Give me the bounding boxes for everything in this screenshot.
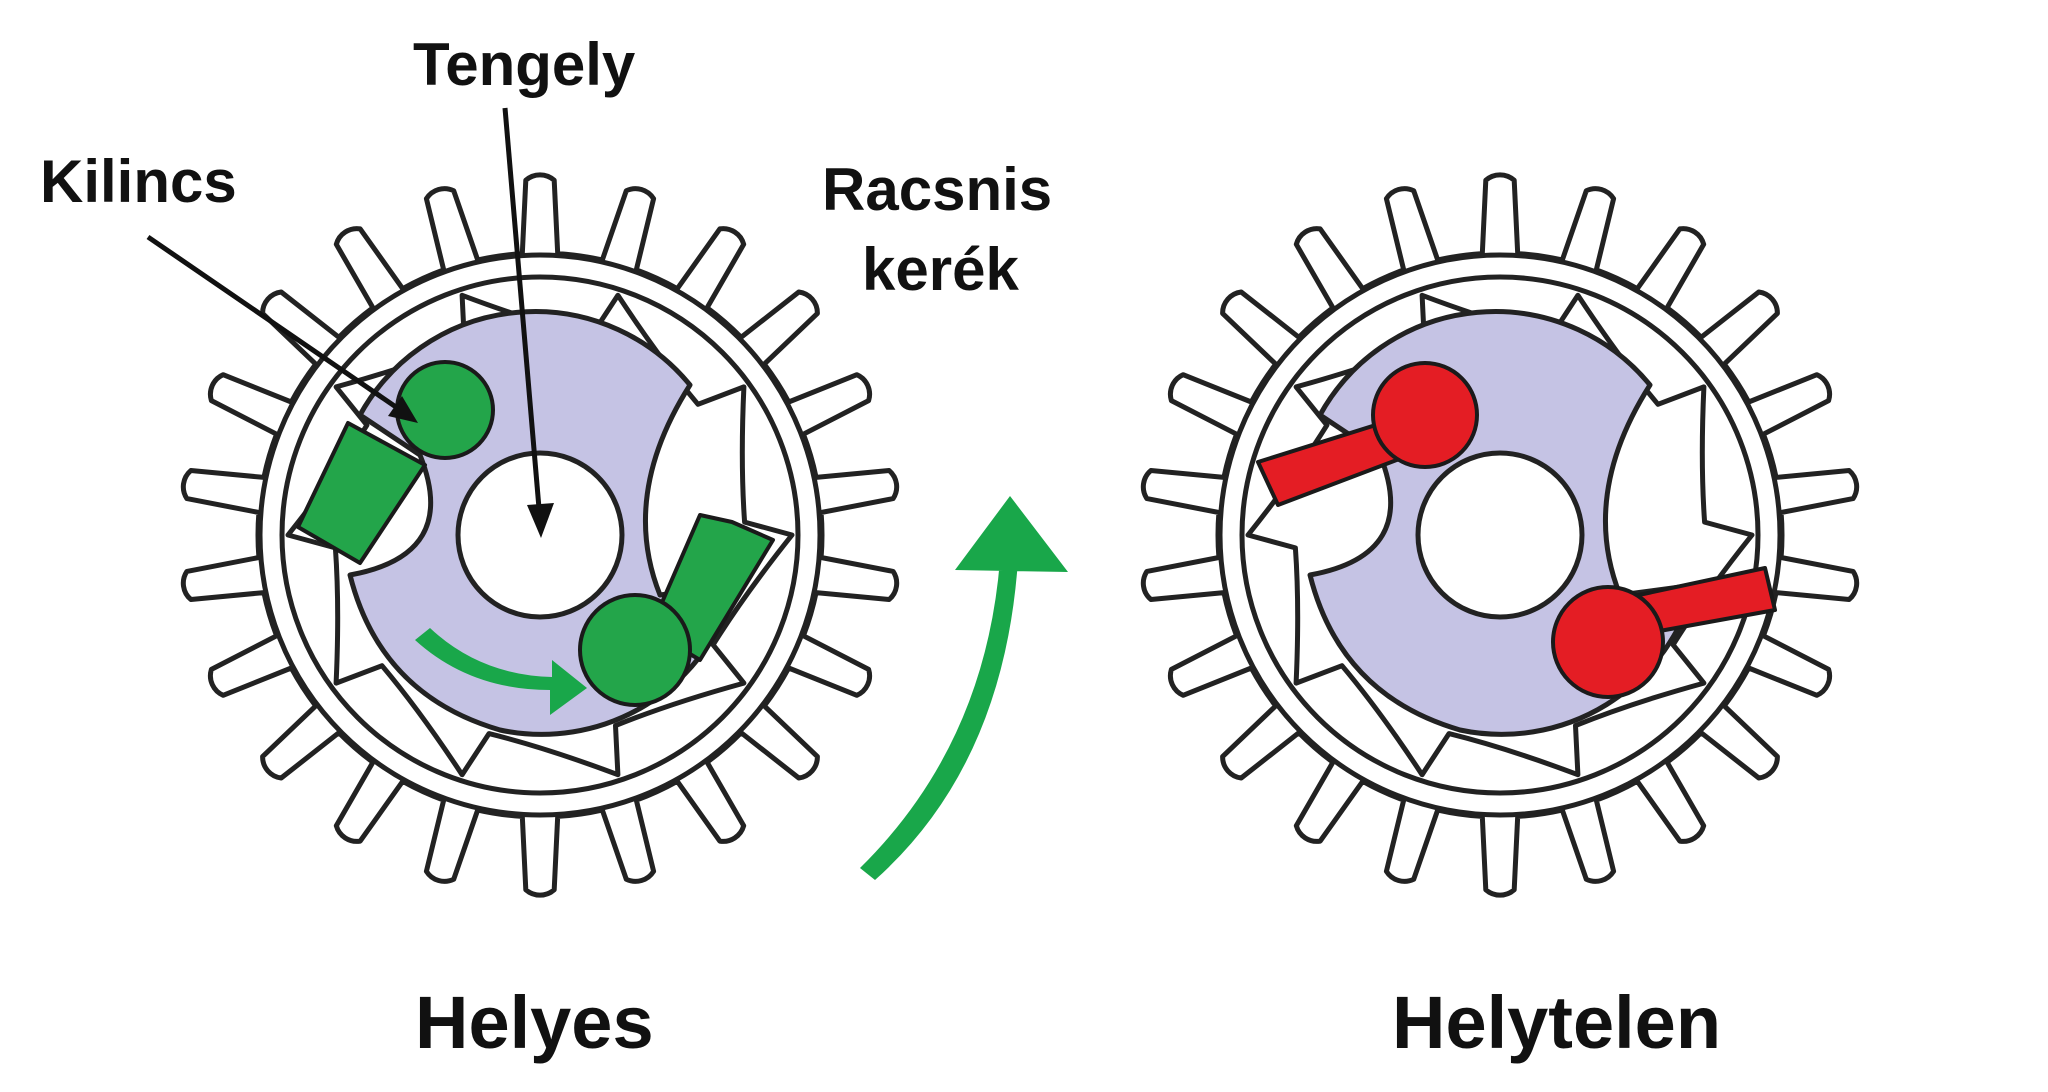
- pawl-direction-arrow: [415, 628, 587, 715]
- inner-ring-right: [1239, 274, 1761, 796]
- incorrect-ratchet-assembly: [1140, 172, 1860, 898]
- wheel-label-line2: kerék: [862, 236, 1019, 303]
- correct-caption: Helyes: [415, 981, 654, 1064]
- shaft-label: Tengely: [413, 31, 636, 98]
- pawl-label: Kilincs: [40, 148, 237, 215]
- outer-ring-left: [257, 252, 823, 818]
- shaft-leader-line: [502, 107, 543, 521]
- ratchet-teeth-right: [1245, 292, 1755, 778]
- pawl-top-right: [1256, 361, 1479, 507]
- incorrect-caption: Helytelen: [1392, 981, 1721, 1064]
- pawl-top-left: [296, 360, 495, 565]
- outer-ring-right: [1217, 252, 1783, 818]
- shaft-leader-arrowhead: [527, 503, 554, 538]
- inner-ring-left: [279, 274, 801, 796]
- pawl-leader-line: [146, 234, 414, 421]
- rotation-arrow: [860, 496, 1068, 880]
- ratchet-teeth-left: [285, 292, 795, 778]
- pawl-bottom-left: [578, 513, 775, 707]
- wheel-label-line1: Racsnis: [822, 156, 1052, 223]
- pawl-leader-arrowhead: [388, 396, 418, 423]
- axle-right: [1415, 450, 1585, 620]
- pawl-bottom-right: [1551, 566, 1777, 699]
